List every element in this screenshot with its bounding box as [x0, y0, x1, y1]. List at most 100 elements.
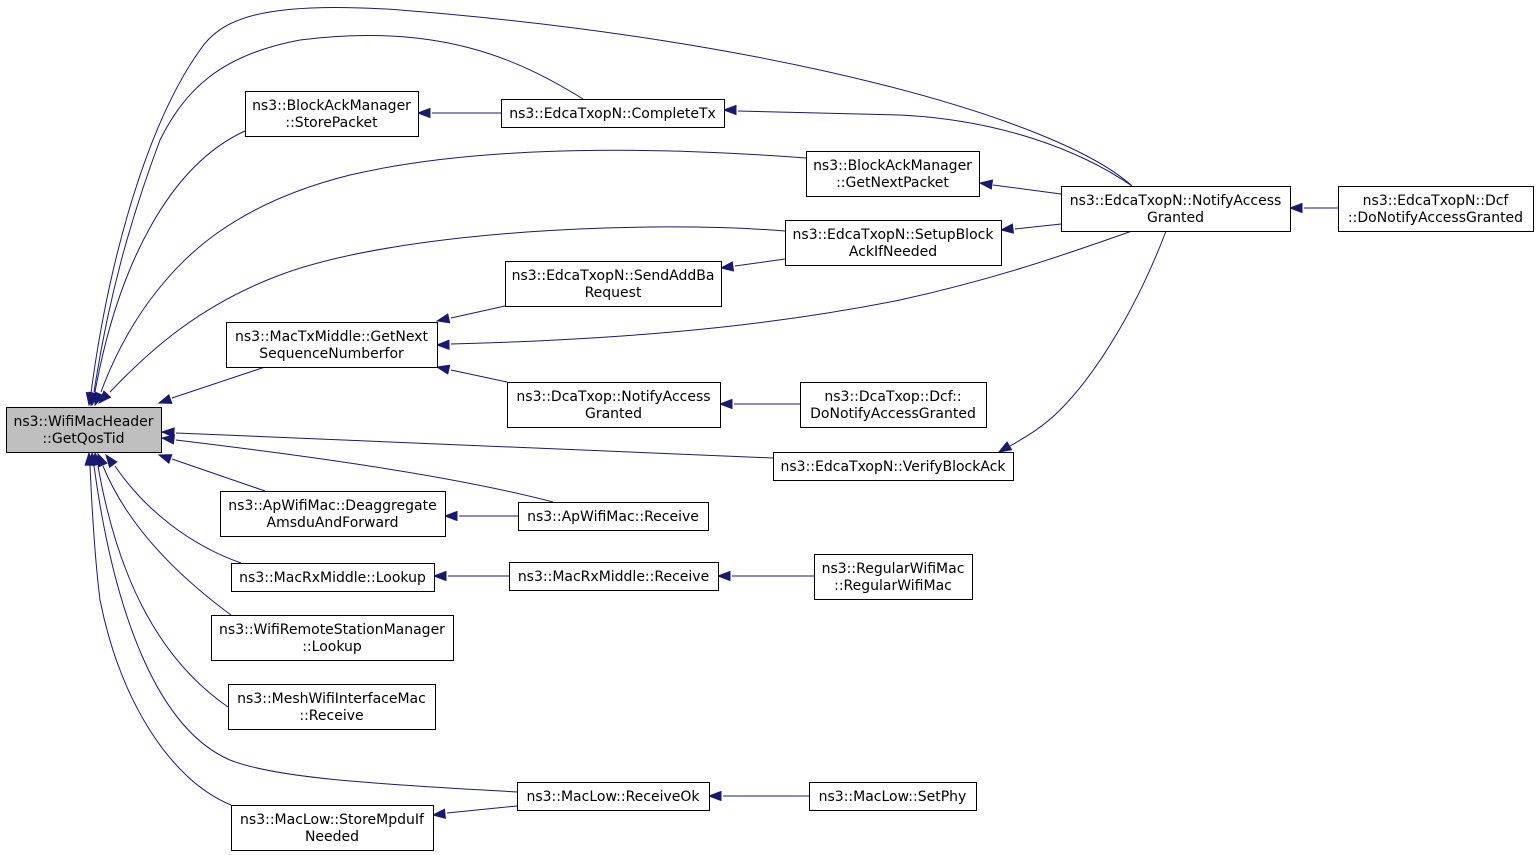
node-label-line: AmsduAndForward	[267, 515, 399, 531]
arrowhead	[157, 393, 173, 404]
node-macrxmiddle-receive[interactable]: ns3::MacRxMiddle::Receive	[509, 562, 719, 591]
edge-maclow-setphy-to-maclow-receiveok	[707, 790, 809, 802]
edge-edca-setupblockack-to-edca-sendaddba	[719, 258, 786, 272]
edge-line	[1009, 230, 1167, 447]
node-wifiremotestation-lookup[interactable]: ns3::WifiRemoteStationManager::Lookup	[211, 615, 454, 661]
edge-mactxmiddle-getnextseq-to-get-qos-tid	[157, 366, 266, 404]
arrowhead	[416, 107, 431, 119]
node-label-line: ns3::EdcaTxopN::SetupBlock	[793, 227, 995, 243]
node-macrxmiddle-lookup[interactable]: ns3::MacRxMiddle::Lookup	[231, 563, 435, 592]
edge-dcatxop-notifyaccess-to-mactxmiddle-getnextseq	[435, 364, 508, 383]
edge-line	[175, 439, 554, 503]
node-mactxmiddle-getnextseq[interactable]: ns3::MacTxMiddle::GetNextSequenceNumberf…	[226, 322, 438, 368]
edge-edca-completetx-to-blockack-storepacket	[416, 107, 501, 119]
edge-meshwifi-receive-to-get-qos-tid	[92, 451, 229, 708]
edge-line	[450, 230, 1133, 345]
node-blockack-storepacket[interactable]: ns3::BlockAckManager::StorePacket	[245, 91, 419, 137]
node-meshwifi-receive[interactable]: ns3::MeshWifiInterfaceMac::Receive	[228, 684, 436, 730]
node-label-line: ns3::MacLow::SetPhy	[819, 789, 967, 805]
node-regularwifimac-ctor[interactable]: ns3::RegularWifiMac::RegularWifiMac	[814, 554, 973, 600]
node-apwifimac-deaggregate[interactable]: ns3::ApWifiMac::DeaggregateAmsduAndForwa…	[220, 491, 446, 537]
node-edca-notifyaccessgranted[interactable]: ns3::EdcaTxopN::NotifyAccessGranted	[1061, 186, 1291, 232]
edge-edca-notifyaccessgranted-to-mactxmiddle-getnextseq	[435, 230, 1133, 350]
node-box	[228, 684, 436, 730]
node-box	[809, 782, 977, 811]
node-label-line: ns3::MacLow::StoreMpduIf	[240, 812, 425, 828]
edge-maclow-receiveok-to-maclow-storempdu	[431, 805, 518, 819]
arrowhead	[105, 453, 118, 469]
node-label-line: AckIfNeeded	[849, 244, 937, 260]
edge-apwifimac-receive-to-get-qos-tid	[160, 434, 554, 503]
node-dcatxop-notifyaccess[interactable]: ns3::DcaTxop::NotifyAccessGranted	[507, 382, 721, 428]
edge-edca-dcf-donotify-to-edca-notifyaccessgranted	[1288, 202, 1338, 214]
node-edca-completetx[interactable]: ns3::EdcaTxopN::CompleteTx	[501, 99, 725, 128]
edge-line	[97, 465, 229, 708]
node-blockack-getnextpacket[interactable]: ns3::BlockAckManager::GetNextPacket	[806, 151, 980, 197]
node-dcatxop-dcf-donotify[interactable]: ns3::DcaTxop::Dcf::DoNotifyAccessGranted	[800, 382, 987, 428]
edge-line	[93, 34, 584, 393]
node-label-line: ::RegularWifiMac	[834, 578, 952, 594]
node-label-line: ::GetQosTid	[42, 431, 124, 447]
node-box	[814, 554, 973, 600]
node-label-line: ::GetNextPacket	[836, 175, 949, 191]
arrowhead	[435, 339, 450, 350]
edge-line	[1014, 223, 1062, 230]
node-label-line: ns3::ApWifiMac::Deaggregate	[228, 498, 436, 514]
edge-regularwifimac-ctor-to-macrxmiddle-receive	[716, 570, 814, 582]
node-label-line: DoNotifyAccessGranted	[810, 406, 976, 422]
arrowhead	[84, 451, 95, 466]
node-label-line: ns3::DcaTxop::Dcf::	[824, 389, 961, 405]
node-maclow-setphy[interactable]: ns3::MacLow::SetPhy	[809, 782, 977, 811]
node-edca-dcf-donotify[interactable]: ns3::EdcaTxopN::Dcf::DoNotifyAccessGrant…	[1338, 186, 1534, 232]
arrowhead	[1288, 202, 1303, 214]
edge-line	[109, 226, 786, 393]
node-label-line: ns3::WifiRemoteStationManager	[219, 622, 445, 638]
arrowhead	[98, 390, 112, 405]
node-apwifimac-receive[interactable]: ns3::ApWifiMac::Receive	[518, 502, 709, 531]
node-edca-verifyblockack[interactable]: ns3::EdcaTxopN::VerifyBlockAck	[773, 452, 1014, 481]
node-box	[501, 99, 725, 128]
node-box	[507, 382, 721, 428]
edge-apwifimac-deaggregate-to-get-qos-tid	[157, 454, 266, 492]
edge-line	[114, 465, 242, 564]
edge-line	[450, 305, 506, 319]
edge-macrxmiddle-receive-to-macrxmiddle-lookup	[432, 570, 509, 582]
edge-edca-verifyblockack-to-get-qos-tid	[160, 427, 774, 459]
node-box	[231, 563, 435, 592]
node-box	[220, 491, 446, 537]
edge-line	[446, 805, 518, 814]
node-box	[245, 91, 419, 137]
node-box	[806, 151, 980, 197]
edge-line	[992, 184, 1062, 195]
node-label-line: SequenceNumberfor	[259, 346, 404, 362]
node-maclow-receiveok[interactable]: ns3::MacLow::ReceiveOk	[517, 782, 710, 811]
node-box	[517, 782, 710, 811]
edge-edca-notifyaccessgranted-to-edca-verifyblockack	[997, 230, 1167, 453]
edge-edca-sendaddba-to-mactxmiddle-getnextseq	[435, 305, 506, 324]
edge-line	[734, 258, 786, 267]
edge-line	[90, 6, 1133, 394]
node-label-line: ns3::MeshWifiInterfaceMac	[237, 691, 426, 707]
node-get-qos-tid[interactable]: ns3::WifiMacHeader::GetQosTid	[6, 407, 162, 453]
edge-line	[175, 432, 774, 459]
edge-macrxmiddle-lookup-to-get-qos-tid	[105, 453, 242, 564]
arrowhead	[978, 179, 994, 190]
edge-line	[171, 366, 266, 399]
node-label-line: ns3::EdcaTxopN::NotifyAccess	[1070, 193, 1282, 209]
node-label-line: ns3::RegularWifiMac	[822, 561, 965, 577]
node-box	[1061, 186, 1291, 232]
node-box	[226, 322, 438, 368]
edge-line	[100, 149, 807, 393]
edge-dcatxop-dcf-donotify-to-dcatxop-notifyaccess	[718, 398, 800, 410]
arrowhead	[157, 454, 173, 465]
node-label-line: Granted	[585, 406, 642, 422]
edge-apwifimac-receive-to-apwifimac-deaggregate	[443, 510, 518, 522]
node-label-line: ns3::MacTxMiddle::GetNext	[235, 329, 428, 345]
node-label-line: ::DoNotifyAccessGranted	[1348, 210, 1523, 226]
node-label-line: ::Receive	[299, 708, 363, 724]
node-box	[800, 382, 987, 428]
